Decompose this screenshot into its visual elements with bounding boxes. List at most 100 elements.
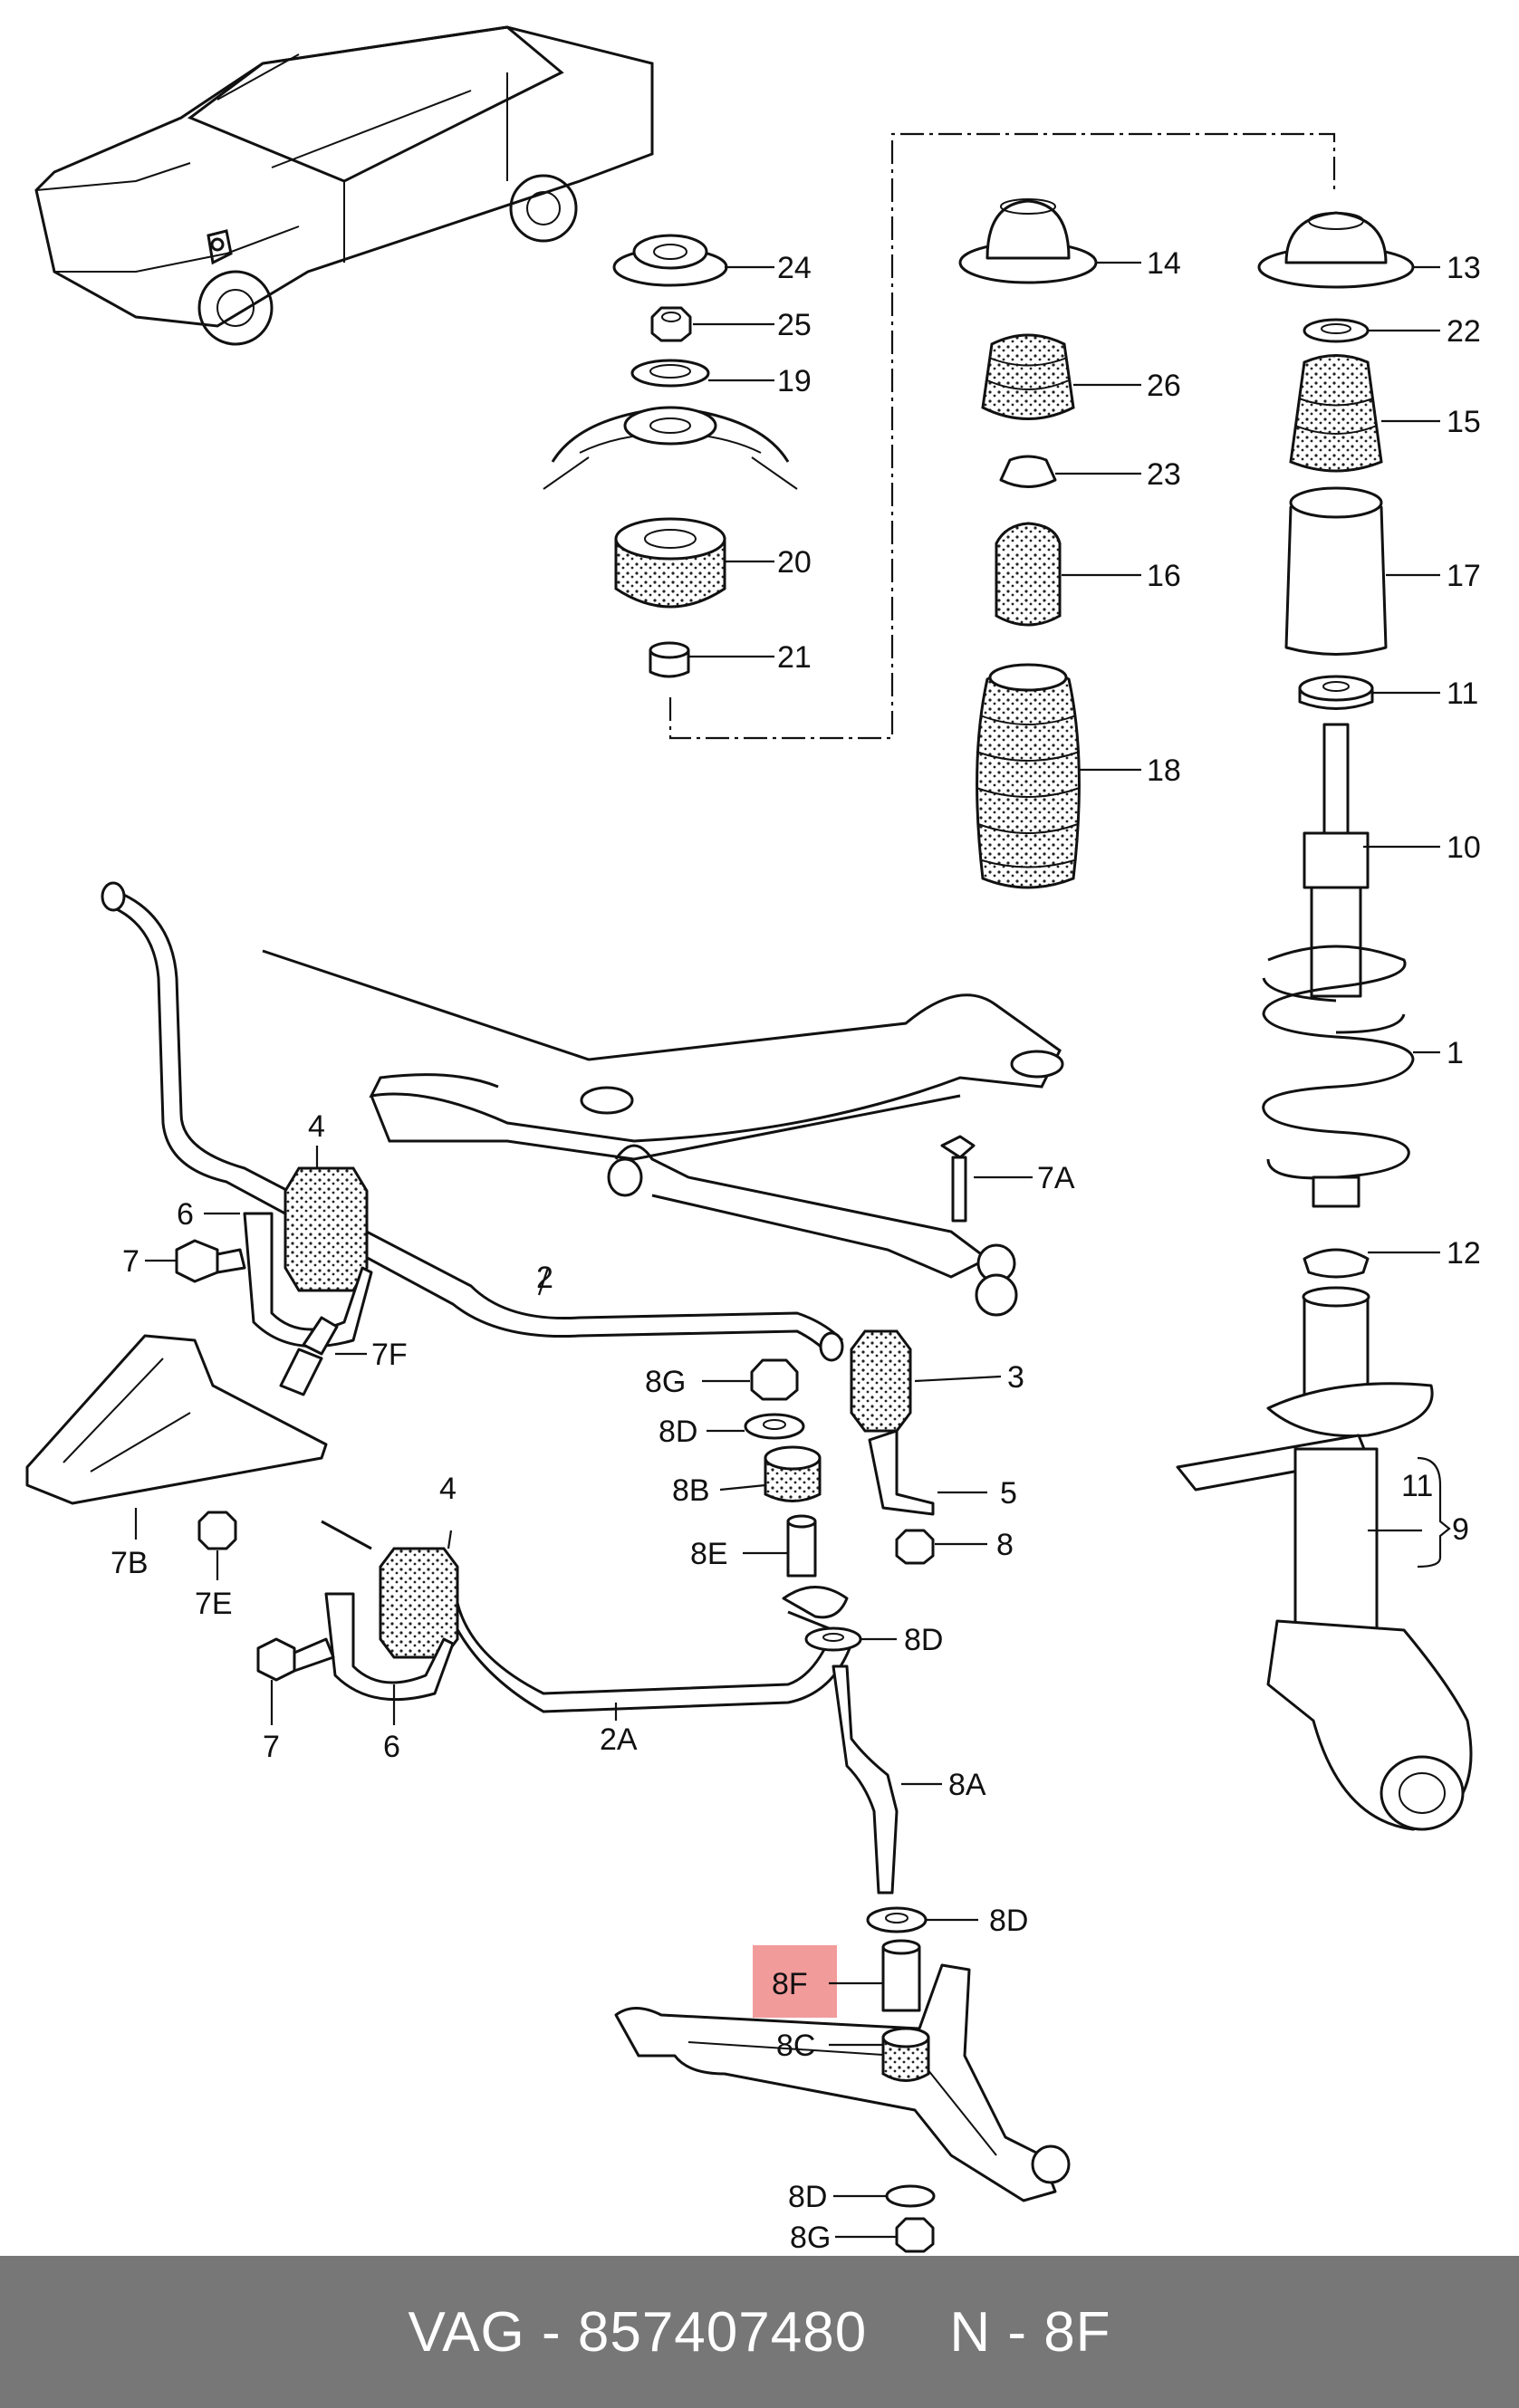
- washer-8Dc: [866, 1906, 928, 1933]
- label-12: 12: [1447, 1236, 1481, 1271]
- lower-control-arm: [614, 1963, 1071, 2202]
- bushing-8B: [764, 1445, 822, 1502]
- label-21: 21: [777, 640, 812, 675]
- label-8: 8: [996, 1528, 1014, 1562]
- nut-8G: [750, 1358, 799, 1401]
- label-22: 22: [1447, 314, 1481, 349]
- label-8A: 8A: [948, 1768, 986, 1802]
- clamp-6b: [324, 1592, 455, 1702]
- part-number-footer: VAG - 857407480 N - 8F: [0, 2256, 1519, 2408]
- clamp-6a: [243, 1212, 373, 1348]
- cap-23: [999, 455, 1057, 488]
- subframe: [262, 949, 1064, 1279]
- label-25: 25: [777, 308, 812, 342]
- washer-8Db: [804, 1626, 862, 1652]
- coil-spring-1: [1262, 945, 1415, 1180]
- label-2A: 2A: [600, 1722, 638, 1757]
- label-4a: 4: [308, 1109, 325, 1144]
- washer-19: [630, 359, 710, 388]
- bracket-7B: [25, 1334, 328, 1505]
- label-26: 26: [1147, 369, 1181, 403]
- nut-25: [650, 306, 692, 342]
- label-8G: 8G: [645, 1365, 686, 1399]
- spring-seat-11: [1298, 675, 1374, 710]
- leader-lines: [134, 261, 1451, 2239]
- label-4b: 4: [439, 1472, 457, 1506]
- label-8F: 8F: [772, 1967, 808, 2001]
- link-arm: [782, 1586, 849, 1619]
- label-18: 18: [1147, 753, 1181, 788]
- label-7E: 7E: [195, 1587, 233, 1621]
- washer-22: [1303, 318, 1370, 343]
- nut-8Gb: [895, 2217, 935, 2253]
- boot-18: [976, 663, 1081, 889]
- label-8B: 8B: [672, 1473, 710, 1508]
- bump-stop-15: [1289, 354, 1383, 473]
- label-3: 3: [1007, 1360, 1024, 1395]
- footer-text: VAG - 857407480 N - 8F: [408, 2300, 1111, 2364]
- bushing-4b: [379, 1547, 459, 1659]
- bolt-7b: [256, 1637, 335, 1682]
- strut-bearing-24: [612, 234, 728, 287]
- label-17: 17: [1447, 559, 1481, 593]
- stabilizer-bar-2: [101, 881, 844, 1362]
- label-6a: 6: [177, 1197, 194, 1232]
- ball-joint: [975, 1243, 1018, 1317]
- label-1: 1: [1447, 1036, 1464, 1070]
- label-8Gb: 8G: [790, 2221, 831, 2255]
- label-7a: 7: [122, 1244, 139, 1279]
- label-8Da: 8D: [659, 1415, 697, 1449]
- strut-top-mount-14: [958, 198, 1098, 284]
- label-7B: 7B: [111, 1546, 149, 1580]
- bushing-4a: [284, 1166, 369, 1292]
- label-8C: 8C: [776, 2029, 815, 2063]
- strut-top-mount-13: [1257, 211, 1415, 289]
- bump-stop-26: [981, 333, 1075, 420]
- label-20: 20: [777, 545, 812, 580]
- exploded-suspension-diagram: 2 4 25 19 20 21 14 26 23 16 18 1 3 22 15 1…: [25, 25, 1481, 2255]
- highlight-8F: [753, 1945, 837, 2018]
- label-11b: 11: [1401, 1469, 1433, 1503]
- bushing-8C: [881, 2027, 930, 2082]
- label-6b: 6: [383, 1730, 400, 1764]
- shock-absorber-10: [1303, 723, 1370, 998]
- washer-8Da: [744, 1413, 805, 1440]
- part-labels: 2 4 25 19 20 21 14 26 23 16 18 1 3 22 15 1…: [111, 246, 1481, 2255]
- link-rod-8A: [832, 1664, 899, 1895]
- label-9: 9: [1452, 1512, 1469, 1547]
- label-7b: 7: [263, 1730, 280, 1764]
- car-outline-icon: [34, 25, 654, 346]
- sleeve-8E: [786, 1514, 817, 1578]
- bushing-3: [850, 1329, 912, 1433]
- label-7A: 7A: [1037, 1161, 1075, 1195]
- assembly-bracket-line: [668, 132, 1336, 740]
- buffer-12: [1303, 1175, 1370, 1279]
- sleeve-8F: [881, 1939, 921, 2012]
- label-8E: 8E: [690, 1537, 728, 1571]
- bracket-5: [868, 1429, 935, 1516]
- washer-8Dd: [885, 2184, 936, 2208]
- bolt-7A: [940, 1135, 976, 1223]
- label-8Dd: 8D: [788, 2180, 827, 2214]
- nut-8: [895, 1529, 935, 1565]
- label-5: 5: [1000, 1476, 1017, 1511]
- label-11: 11: [1447, 676, 1478, 711]
- label-2: 2: [536, 1261, 553, 1295]
- strut-housing-9: [1176, 1286, 1473, 1831]
- bolt-7a: [175, 1239, 246, 1283]
- label-14: 14: [1147, 246, 1181, 281]
- label-8Db: 8D: [904, 1623, 943, 1657]
- bushing-21: [649, 641, 690, 678]
- label-7F: 7F: [371, 1338, 408, 1372]
- boot-17: [1284, 486, 1388, 656]
- bump-stop-16: [995, 522, 1062, 627]
- rubber-mount-20: [614, 517, 726, 609]
- nut-7E: [197, 1511, 237, 1550]
- label-23: 23: [1147, 457, 1181, 492]
- label-19: 19: [777, 364, 812, 398]
- label-16: 16: [1147, 559, 1181, 593]
- label-8Dc: 8D: [989, 1904, 1028, 1938]
- strut-mount-cap: [543, 406, 798, 490]
- label-15: 15: [1447, 405, 1481, 439]
- label-10: 10: [1447, 830, 1481, 865]
